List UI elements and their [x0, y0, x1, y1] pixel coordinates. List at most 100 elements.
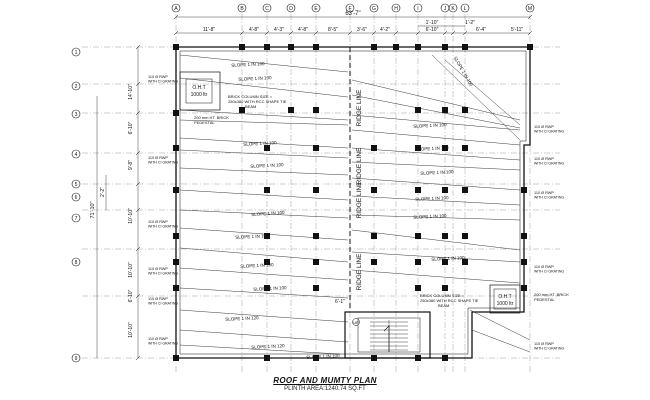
rwp-note-grating: WITH CI GRATING — [148, 225, 178, 229]
column — [173, 44, 179, 50]
grid-bubble-col-label: J — [444, 6, 447, 12]
grid-bubble-row-label: 6 — [75, 195, 78, 201]
grid-bubble-col-label: I — [417, 6, 418, 12]
slope-label: SLOPE 1 IN 100 — [250, 162, 284, 169]
dim-top-segment: 11'-8" — [203, 27, 216, 33]
column — [264, 44, 270, 50]
grid-bubble-row-label: 4 — [75, 152, 78, 158]
dim-left-segment: 10'-10" — [128, 322, 134, 338]
column — [521, 285, 527, 291]
grid-bubble-row — [71, 47, 81, 57]
grid-bubble-col-label: C — [265, 6, 269, 12]
slope-label: SLOPE 1 IN 100 — [415, 145, 449, 152]
left-dimension-texts: 14'-10"6'-10"9'-8"10'-10"10'-10"6'-10"10… — [128, 84, 134, 338]
column — [521, 233, 527, 239]
title-block: ROOF AND MUMTY PLAN PLINTH AREA:1240.74 … — [0, 376, 650, 392]
stair-mark-circle — [352, 318, 360, 326]
grid-bubble-col-label: D — [289, 6, 293, 12]
column — [521, 187, 527, 193]
slope-label: SLOPE 1 IN 100 — [240, 262, 274, 269]
column — [313, 259, 319, 265]
pedestal-box — [489, 284, 521, 314]
grid-bubble-col — [460, 3, 470, 13]
column — [415, 44, 421, 50]
rwp-note: 110 Ø RWP — [148, 220, 168, 224]
column — [442, 285, 448, 291]
grid-bubble-col — [525, 3, 535, 13]
column — [371, 233, 377, 239]
column — [442, 355, 448, 361]
pedestal-note-2: PEDESTAL — [194, 120, 215, 125]
grid-bubble-row — [71, 192, 81, 202]
pedestal2-note-1: 200 mm HT. BRICK — [534, 292, 569, 297]
column — [415, 355, 421, 361]
pedestal2-note-2: PEDESTAL — [534, 297, 555, 302]
grid-lines — [82, 14, 560, 372]
rwp-note: 110 Ø RWP — [534, 191, 554, 195]
grid-bubble-col — [345, 3, 355, 13]
rwp-note: 110 Ø RWP — [534, 265, 554, 269]
slope-label: SLOPE 1 IN 100 — [415, 195, 449, 202]
column — [173, 187, 179, 193]
rwp-note-grating: WITH CI GRATING — [148, 80, 178, 84]
top-dimension-texts: 11'-8"4'-8"4'-3"4'-8"8'-5"3'-6"4'-2"6'-1… — [203, 27, 524, 33]
column — [462, 145, 468, 151]
column — [264, 259, 270, 265]
dim-top-segment: 6'-4" — [476, 27, 486, 33]
dim-top-segment: 6'-10" — [426, 27, 439, 33]
column — [462, 44, 468, 50]
column — [173, 355, 179, 361]
grid-bubble-col — [262, 3, 272, 13]
grid-bubble-col — [448, 3, 458, 13]
column — [264, 355, 270, 361]
grid-bubble-col — [391, 3, 401, 13]
column — [173, 110, 179, 116]
column — [442, 145, 448, 151]
rwp-note-grating: WITH CI GRATING — [148, 342, 178, 346]
column — [442, 259, 448, 265]
grid-bubble-col — [369, 3, 379, 13]
column — [313, 233, 319, 239]
dim-left-segment: 6'-10" — [128, 121, 134, 134]
column — [313, 285, 319, 291]
grid-bubble-col-label: B — [240, 6, 244, 12]
brick-note-1: BRICK COLUMN SIZE = — [228, 94, 273, 99]
tank2-label-1: O.H.T — [498, 294, 511, 300]
slope-label: SLOPE 1 IN 120 — [225, 315, 259, 322]
dim-top-segment: 5'-11" — [511, 27, 524, 33]
column — [442, 44, 448, 50]
rwp-note: 110 Ø RWP — [148, 337, 168, 341]
dim-top-segment: 4'-8" — [249, 27, 259, 33]
column — [288, 44, 294, 50]
rwp-note: 110 Ø RWP — [534, 342, 554, 346]
slope-label: SLOPE 1 IN 100 — [235, 233, 269, 240]
dim-top-upper-2: 1'-2" — [465, 20, 475, 26]
column — [313, 145, 319, 151]
outer-wall — [175, 46, 531, 359]
column — [288, 107, 294, 113]
column — [313, 44, 319, 50]
slope-label: SLOPE 1 IN 100 — [253, 285, 287, 292]
column — [371, 187, 377, 193]
dim-bottom: 6'-1" — [335, 299, 345, 305]
grid-bubble-row-label: 7 — [75, 216, 78, 222]
column — [264, 145, 270, 151]
slope-label: SLOPE 1 IN 100 — [413, 122, 447, 129]
dim-left-segment: 10'-10" — [128, 208, 134, 224]
column — [415, 187, 421, 193]
column — [264, 285, 270, 291]
column — [462, 259, 468, 265]
grid-bubble-row-label: 8 — [75, 260, 78, 266]
rwp-note-grating: WITH CI GRATING — [148, 272, 178, 276]
slope-label: SLOPE 1 IN 100 — [243, 140, 277, 147]
column — [415, 285, 421, 291]
slope-label: SLOPE 1 IN 120 — [251, 343, 285, 350]
column — [173, 285, 179, 291]
column — [371, 355, 377, 361]
column — [264, 233, 270, 239]
grid-bubble-row — [71, 213, 81, 223]
column — [527, 44, 533, 50]
